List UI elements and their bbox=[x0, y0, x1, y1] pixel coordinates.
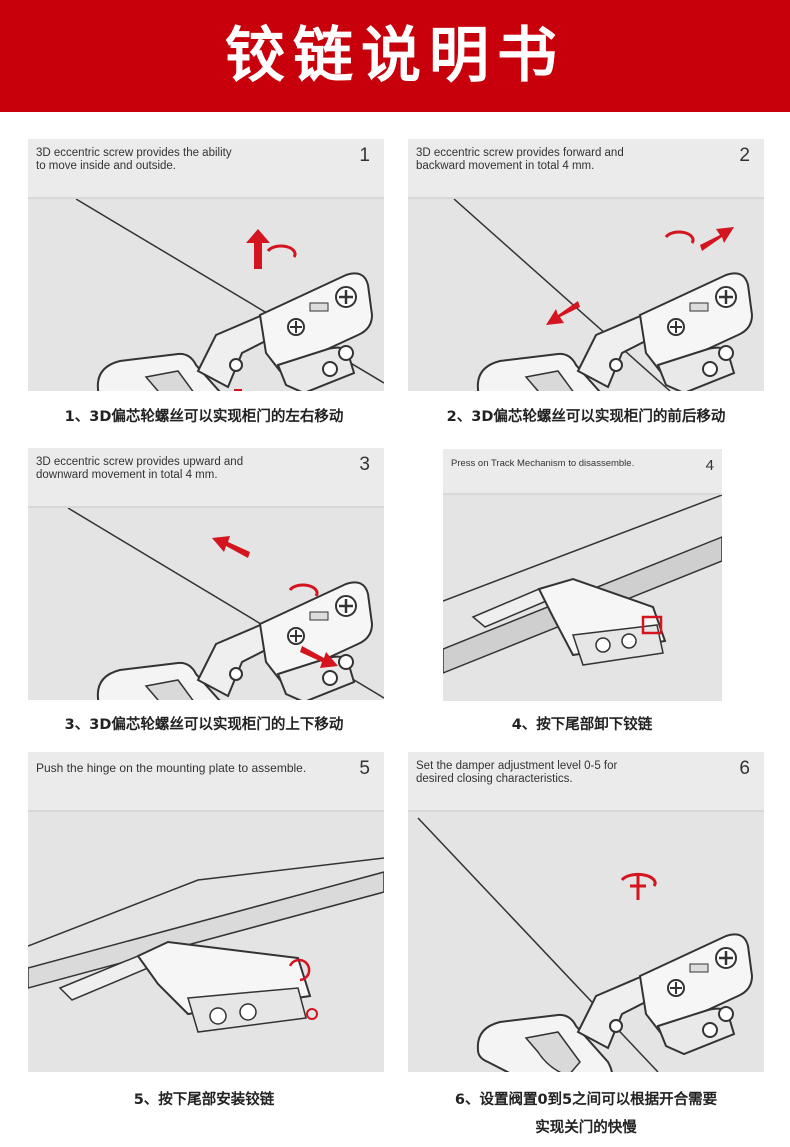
step-number: 4 bbox=[705, 457, 714, 474]
step-panel-6: Set the damper adjustment level 0-5 for … bbox=[408, 752, 764, 1072]
hinge-illustration bbox=[443, 495, 722, 674]
page-title: 铰链说明书 bbox=[225, 21, 565, 91]
arrow-down-icon bbox=[300, 646, 338, 668]
rotate-icon bbox=[266, 244, 297, 258]
step-caption-2: 2、3D偏芯轮螺丝可以实现柜门的前后移动 bbox=[446, 409, 726, 425]
step-caption-6: 6、设置阀置0到5之间可以根据开合需要 bbox=[454, 1092, 718, 1108]
step-number: 6 bbox=[739, 758, 750, 779]
hinge-illustration bbox=[67, 508, 384, 700]
rotate-icon bbox=[288, 583, 319, 597]
step-header: Push the hinge on the mounting plate to … bbox=[28, 752, 384, 812]
step-description: Press on Track Mechanism to disassemble. bbox=[451, 458, 635, 469]
step-caption-1: 1、3D偏芯轮螺丝可以实现柜门的左右移动 bbox=[64, 409, 344, 425]
hinge-illustration bbox=[75, 199, 384, 391]
hinge-illustration bbox=[28, 857, 384, 1033]
rotate-icon bbox=[664, 230, 695, 244]
step-panel-5: Push the hinge on the mounting plate to … bbox=[28, 752, 384, 1072]
step-header: 3D eccentric screw provides the ability … bbox=[28, 139, 384, 199]
step-caption-5: 5、按下尾部安装铰链 bbox=[133, 1092, 275, 1108]
rotate-icon bbox=[620, 872, 657, 887]
arrow-down-icon bbox=[234, 389, 242, 391]
step-number: 1 bbox=[359, 145, 370, 166]
step-number: 5 bbox=[359, 758, 370, 779]
step-panel-4: Press on Track Mechanism to disassemble.… bbox=[443, 449, 722, 701]
hinge-illustration bbox=[417, 817, 754, 1072]
arrow-up-icon bbox=[246, 229, 270, 269]
step-header: Press on Track Mechanism to disassemble.… bbox=[443, 449, 722, 495]
step-caption-6-line2: 实现关门的快慢 bbox=[535, 1120, 637, 1136]
step-panel-3: 3D eccentric screw provides upward and d… bbox=[28, 448, 384, 700]
arrow-up-icon bbox=[212, 536, 250, 558]
step-header: 3D eccentric screw provides upward and d… bbox=[28, 448, 384, 508]
step-description: 3D eccentric screw provides the ability … bbox=[36, 147, 232, 172]
step-header: 3D eccentric screw provides forward and … bbox=[408, 139, 764, 199]
step-header: Set the damper adjustment level 0-5 for … bbox=[408, 752, 764, 812]
hinge-illustration bbox=[453, 199, 754, 391]
step-number: 2 bbox=[739, 145, 750, 166]
step-panel-1: 3D eccentric screw provides the ability … bbox=[28, 139, 384, 391]
arrow-backward-icon bbox=[546, 301, 580, 325]
push-arrow-icon bbox=[288, 958, 311, 982]
step-description: Push the hinge on the mounting plate to … bbox=[36, 761, 307, 775]
step-caption-3: 3、3D偏芯轮螺丝可以实现柜门的上下移动 bbox=[64, 717, 344, 733]
step-panel-2: 3D eccentric screw provides forward and … bbox=[408, 139, 764, 391]
step-number: 3 bbox=[359, 454, 370, 475]
step-description: Set the damper adjustment level 0-5 for … bbox=[416, 760, 618, 785]
press-indicator-icon bbox=[641, 615, 663, 635]
step-description: 3D eccentric screw provides upward and d… bbox=[36, 456, 244, 481]
step-caption-4: 4、按下尾部卸下铰链 bbox=[511, 717, 653, 733]
arrow-forward-icon bbox=[700, 227, 734, 251]
step-description: 3D eccentric screw provides forward and … bbox=[416, 147, 624, 172]
adjust-icon bbox=[630, 874, 646, 900]
click-indicator-icon bbox=[306, 1008, 318, 1020]
title-banner: 铰链说明书 bbox=[0, 0, 790, 112]
